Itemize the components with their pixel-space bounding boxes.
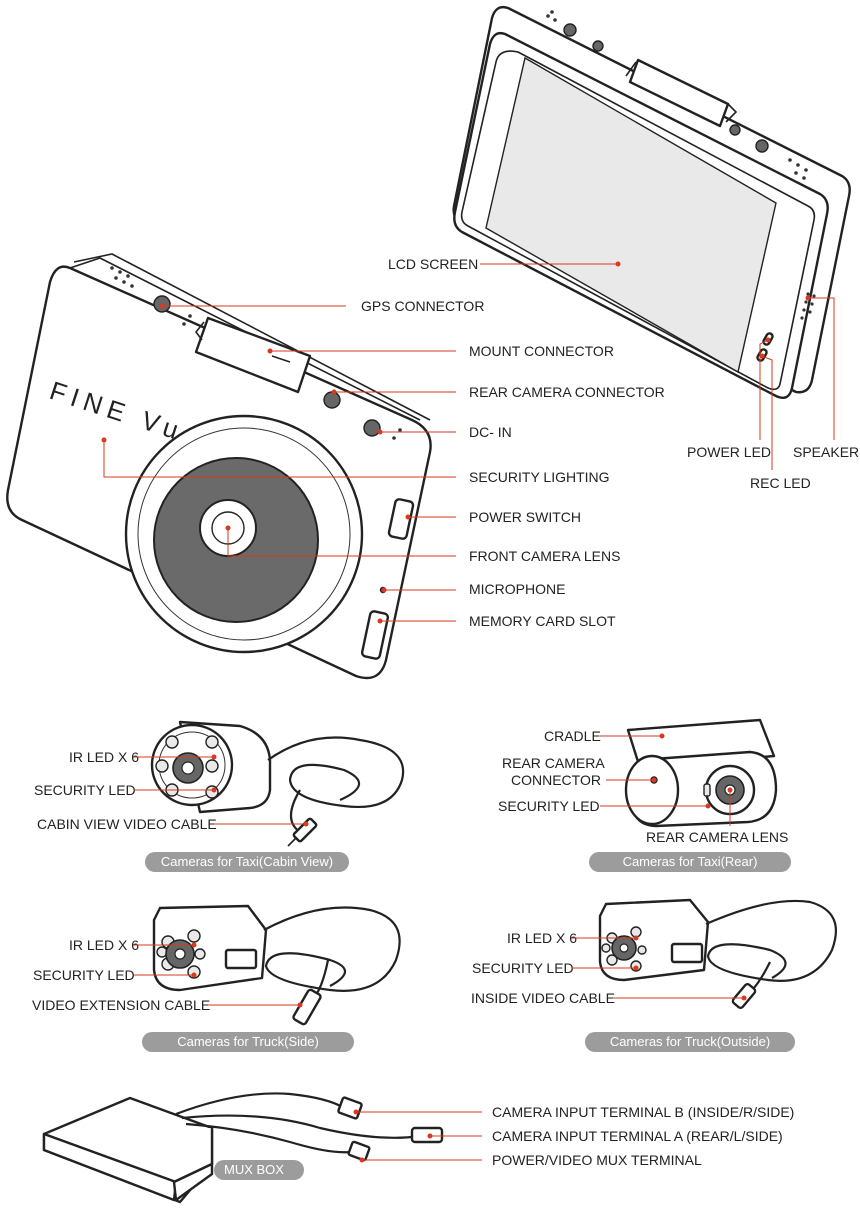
- label-gps-connector: GPS CONNECTOR: [361, 298, 484, 314]
- rear-camera-port: [323, 391, 341, 409]
- outside-label-security-led: SECURITY LED: [472, 960, 574, 976]
- truck-side-camera: [152, 904, 401, 1026]
- mux-box: [42, 1092, 444, 1204]
- outside-label-ir-led: IR LED X 6: [507, 930, 577, 946]
- dc-in-port: [363, 419, 381, 437]
- rear-mount-clip: [628, 58, 730, 128]
- label-rear-camera-connector: REAR CAMERA CONNECTOR: [469, 384, 665, 400]
- label-microphone: MICROPHONE: [469, 581, 565, 597]
- top-vents: [110, 266, 402, 440]
- truck-outside-callouts: IR LED X 6 SECURITY LED INSIDE VIDEO CAB…: [471, 930, 795, 1052]
- cabin-label-security-led: SECURITY LED: [34, 782, 136, 798]
- mux-caption-pill: [214, 1160, 304, 1180]
- rear-label-connector-2: CONNECTOR: [511, 772, 601, 788]
- truck-side-callouts: IR LED X 6 SECURITY LED VIDEO EXTENSION …: [32, 937, 354, 1052]
- taxi-cabin-callouts: IR LED X 6 SECURITY LED CABIN VIEW VIDEO…: [34, 749, 349, 872]
- label-speaker: SPEAKER: [793, 444, 859, 460]
- outside-caption-pill: [585, 1032, 795, 1052]
- power-switch: [387, 498, 415, 540]
- label-security-lighting: SECURITY LIGHTING: [469, 469, 610, 485]
- cabin-caption-pill: [145, 852, 349, 872]
- side-label-security-led: SECURITY LED: [33, 967, 135, 983]
- rear-caption-pill: [589, 852, 791, 872]
- side-label-ir-led: IR LED X 6: [69, 937, 139, 953]
- mux-caption: MUX BOX: [224, 1162, 284, 1177]
- label-mount-connector: MOUNT CONNECTOR: [469, 343, 614, 359]
- mux-label-power-video: POWER/VIDEO MUX TERMINAL: [492, 1152, 702, 1168]
- label-power-led: POWER LED: [687, 444, 771, 460]
- label-memory-card-slot: MEMORY CARD SLOT: [469, 613, 616, 629]
- side-label-cable: VIDEO EXTENSION CABLE: [32, 997, 210, 1013]
- label-front-camera-lens: FRONT CAMERA LENS: [469, 548, 620, 564]
- main-unit-callouts: LCD SCREEN GPS CONNECTOR MOUNT CONNECTOR…: [101, 256, 859, 629]
- mux-label-terminal-b: CAMERA INPUT TERMINAL B (INSIDE/R/SIDE): [492, 1104, 794, 1120]
- label-lcd-screen: LCD SCREEN: [388, 256, 478, 272]
- rear-label-security-led: SECURITY LED: [498, 798, 600, 814]
- outside-caption: Cameras for Truck(Outside): [610, 1034, 770, 1049]
- cabin-label-ir-led: IR LED X 6: [69, 749, 139, 765]
- dashcam-front-view: FINE Vu: [6, 253, 432, 680]
- taxi-rear-callouts: CRADLE REAR CAMERA CONNECTOR SECURITY LE…: [498, 728, 791, 872]
- cabin-label-cable: CABIN VIEW VIDEO CABLE: [37, 816, 217, 832]
- rear-label-connector-1: REAR CAMERA: [502, 755, 605, 771]
- rear-top-details: [546, 10, 808, 180]
- mux-label-terminal-a: CAMERA INPUT TERMINAL A (REAR/L/SIDE): [492, 1128, 783, 1144]
- cabin-caption: Cameras for Taxi(Cabin View): [161, 854, 333, 869]
- rear-caption: Cameras for Taxi(Rear): [623, 854, 758, 869]
- rear-label-lens: REAR CAMERA LENS: [646, 829, 788, 845]
- label-rec-led: REC LED: [750, 475, 811, 491]
- memory-card-slot: [360, 610, 390, 660]
- side-caption-pill: [142, 1032, 354, 1052]
- outside-label-cable: INSIDE VIDEO CABLE: [471, 990, 615, 1006]
- side-caption: Cameras for Truck(Side): [177, 1034, 319, 1049]
- lcd-screen: [485, 56, 777, 374]
- dashcam-rear-view: [452, 5, 851, 399]
- label-dc-in: DC- IN: [469, 424, 512, 440]
- speaker-grille: [800, 292, 816, 320]
- rear-label-cradle: CRADLE: [544, 728, 601, 744]
- label-power-switch: POWER SWITCH: [469, 509, 581, 525]
- mux-box-callouts: CAMERA INPUT TERMINAL B (INSIDE/R/SIDE) …: [214, 1104, 794, 1180]
- taxi-cabin-camera: [150, 720, 405, 847]
- mount-connector: [194, 316, 312, 394]
- truck-outside-camera: [598, 898, 837, 1010]
